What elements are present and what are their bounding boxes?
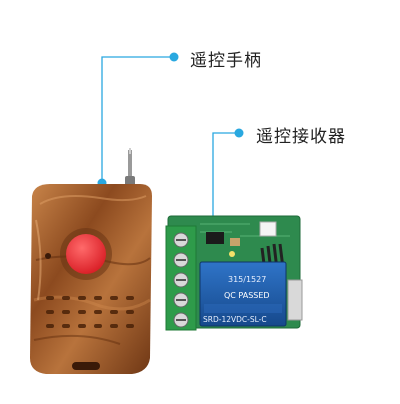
receiver-chip [206, 232, 224, 244]
remote-speaker-grille [46, 296, 134, 328]
remote-control [30, 184, 152, 374]
receiver-module: 315/1527 QC PASSED SRD-12VDC-SL-C [165, 215, 303, 331]
relay-part-number: SRD-12VDC-SL-C [203, 315, 267, 324]
callout-remote-dot-end [169, 52, 179, 62]
receiver-learn-button [259, 221, 277, 237]
callout-receiver-dot-end [234, 128, 244, 138]
remote-antenna [125, 148, 135, 186]
relay-model-top: 315/1527 [228, 275, 266, 284]
relay-qc-text: QC PASSED [224, 291, 270, 300]
receiver-led [229, 251, 235, 257]
callout-receiver-line [212, 132, 236, 222]
remote-red-button [66, 234, 106, 274]
screw-terminal-block [165, 225, 197, 331]
callout-remote-label: 遥控手柄 [190, 51, 262, 71]
callout-remote-line [101, 56, 170, 183]
callout-receiver-label: 遥控接收器 [256, 127, 346, 147]
relay: 315/1527 QC PASSED SRD-12VDC-SL-C [199, 261, 287, 327]
remote-keyring-slot [72, 362, 100, 370]
